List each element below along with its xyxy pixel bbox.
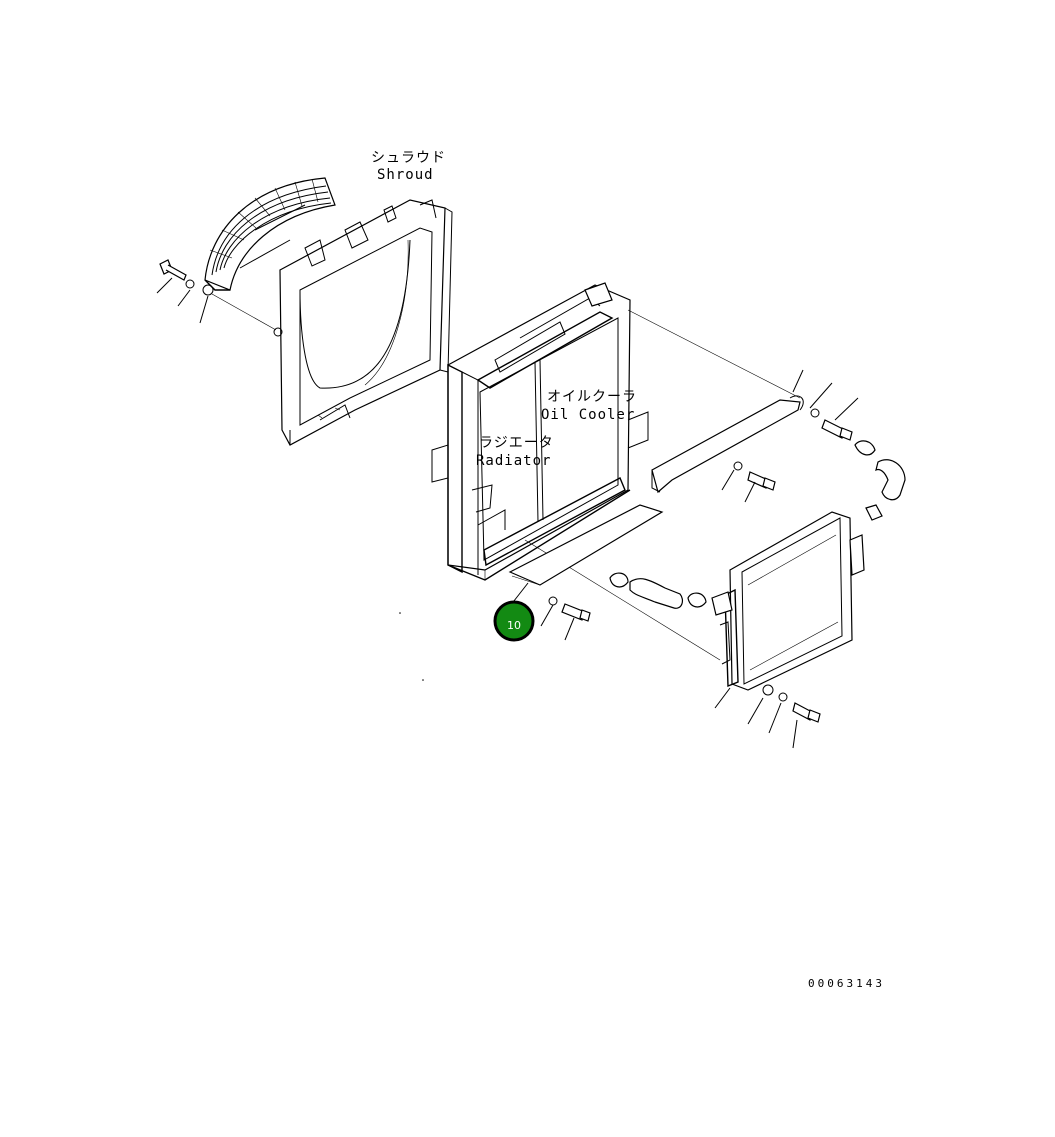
bottom-right-bolt-set [714, 684, 821, 749]
callout-badge[interactable]: 10 [493, 600, 535, 642]
shroud-label-en: Shroud [377, 167, 434, 183]
callout-badge-number: 10 [507, 619, 521, 632]
radiator-label-jp: ラジエータ [479, 435, 554, 451]
hose-set [609, 440, 906, 609]
side-seal-plate [651, 369, 804, 494]
oil-cooler-label-jp: オイルクーラ [547, 389, 637, 405]
aftercooler [711, 511, 865, 691]
lower-seal-plate [508, 504, 664, 586]
drawing-code: 00063143 [808, 977, 885, 990]
callout-10-bolt-set [509, 582, 591, 641]
shroud-bolt-set [156, 259, 277, 331]
shroud-label-jp: シュラウド [371, 150, 446, 166]
shroud-assembly [273, 199, 453, 446]
radiator-assembly [431, 282, 801, 661]
callout-badge-circle[interactable] [493, 600, 535, 642]
mid-right-bolt-set [721, 461, 776, 503]
fan-guard [204, 177, 336, 291]
oil-cooler-label-en: Oil Cooler [541, 407, 635, 423]
radiator-label-en: Radiator [476, 453, 551, 469]
top-right-bolt-set [809, 382, 859, 441]
